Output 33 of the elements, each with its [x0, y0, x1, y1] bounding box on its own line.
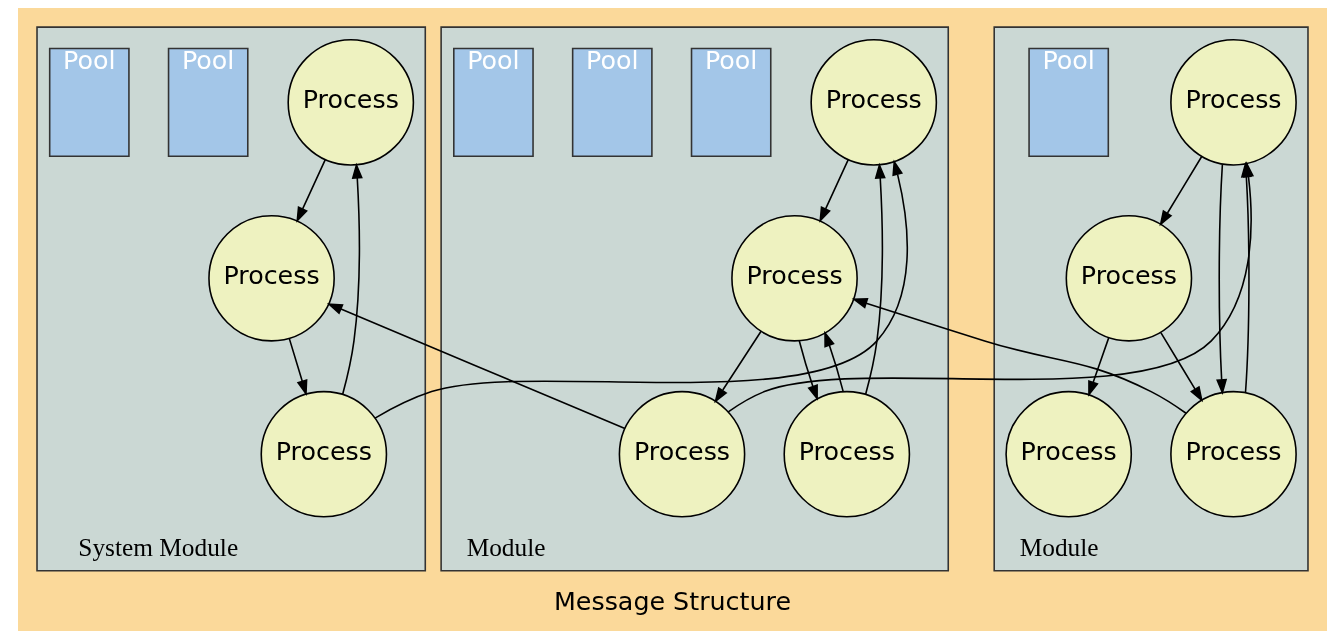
node-circle: Process — [1065, 214, 1192, 342]
node-box: Pool — [167, 47, 249, 158]
arrow — [851, 298, 1187, 415]
arrow — [326, 303, 626, 430]
node-box: Pool — [1027, 47, 1109, 158]
arrow — [341, 162, 363, 395]
arrow — [1158, 155, 1202, 227]
node-box: Pool — [452, 47, 534, 158]
node-box: Pool — [571, 47, 653, 158]
node-box: Pool — [48, 47, 130, 158]
node-circle: Process — [782, 390, 910, 518]
arrow — [373, 159, 908, 419]
node-circle: Process — [1004, 390, 1132, 518]
node-circle: Process — [1169, 39, 1297, 166]
node-box: Pool — [690, 47, 772, 158]
arrow — [1215, 163, 1227, 395]
arrow — [797, 340, 818, 401]
node-circle: Process — [207, 214, 335, 342]
caption: Message Structure — [553, 585, 791, 616]
arrow — [1159, 331, 1203, 403]
node-circle: Process — [259, 390, 387, 518]
arrow — [713, 330, 762, 404]
arrow — [864, 162, 886, 395]
node-circle: Process — [1169, 390, 1297, 518]
arrow — [1087, 337, 1109, 397]
node-circle: Process — [809, 39, 937, 166]
node-circle: Process — [286, 39, 414, 166]
arrow — [295, 158, 326, 223]
arrow — [818, 158, 849, 223]
node-circle: Process — [730, 214, 858, 342]
arrow — [823, 330, 844, 393]
node-circle: Process — [618, 390, 745, 518]
arrow — [287, 337, 307, 396]
